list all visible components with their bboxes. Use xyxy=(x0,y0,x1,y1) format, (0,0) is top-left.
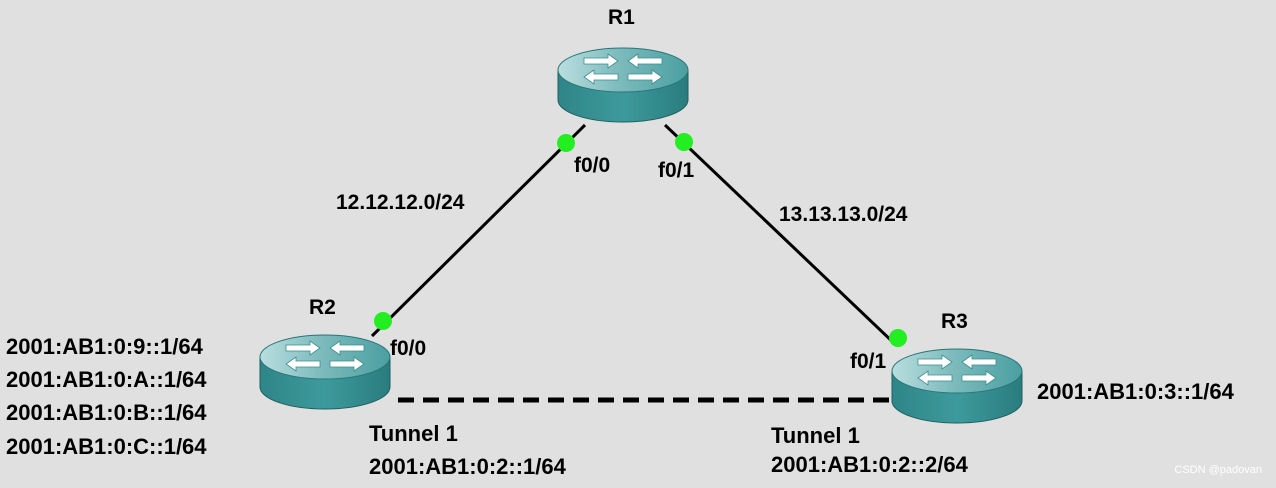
port-dot-r2-f0-0 xyxy=(374,312,392,330)
r2-loopback-address: 2001:AB1:0:9::1/64 xyxy=(6,334,203,359)
port-dot-r3-f0-1 xyxy=(889,329,907,347)
port-label-r1-f0-0: f0/0 xyxy=(574,154,611,177)
tunnel-label-r2: Tunnel 1 xyxy=(369,421,458,446)
tunnel-address-r3: 2001:AB1:0:2::2/64 xyxy=(771,452,968,477)
tunnel-address-r2: 2001:AB1:0:2::1/64 xyxy=(369,454,566,479)
router-icon-r2[interactable] xyxy=(259,334,391,410)
router-label-r3: R3 xyxy=(941,310,968,333)
port-label-r3-f0-1: f0/1 xyxy=(850,350,887,373)
port-label-r1-f0-1: f0/1 xyxy=(658,159,695,182)
r2-loopback-address: 2001:AB1:0:B::1/64 xyxy=(6,400,207,425)
r3-loopback-address: 2001:AB1:0:3::1/64 xyxy=(1037,379,1234,404)
r2-loopback-address: 2001:AB1:0:A::1/64 xyxy=(6,367,207,392)
link-r1-r3 xyxy=(663,123,898,347)
watermark: CSDN @padovan xyxy=(1174,464,1262,476)
router-label-r2: R2 xyxy=(309,296,336,319)
port-label-r2-f0-0: f0/0 xyxy=(390,337,427,360)
router-icon-r3[interactable] xyxy=(891,348,1023,424)
port-dot-r1-f0-1 xyxy=(675,133,693,151)
network-label-r1-r2: 12.12.12.0/24 xyxy=(336,191,465,214)
r2-loopback-address: 2001:AB1:0:C::1/64 xyxy=(6,434,207,459)
tunnel-label-r3: Tunnel 1 xyxy=(771,423,860,448)
router-icon-r1[interactable] xyxy=(557,47,689,123)
router-label-r1: R1 xyxy=(608,6,635,29)
network-label-r1-r3: 13.13.13.0/24 xyxy=(779,203,908,226)
link-r1-r2 xyxy=(370,123,587,338)
port-dot-r1-f0-0 xyxy=(557,134,575,152)
